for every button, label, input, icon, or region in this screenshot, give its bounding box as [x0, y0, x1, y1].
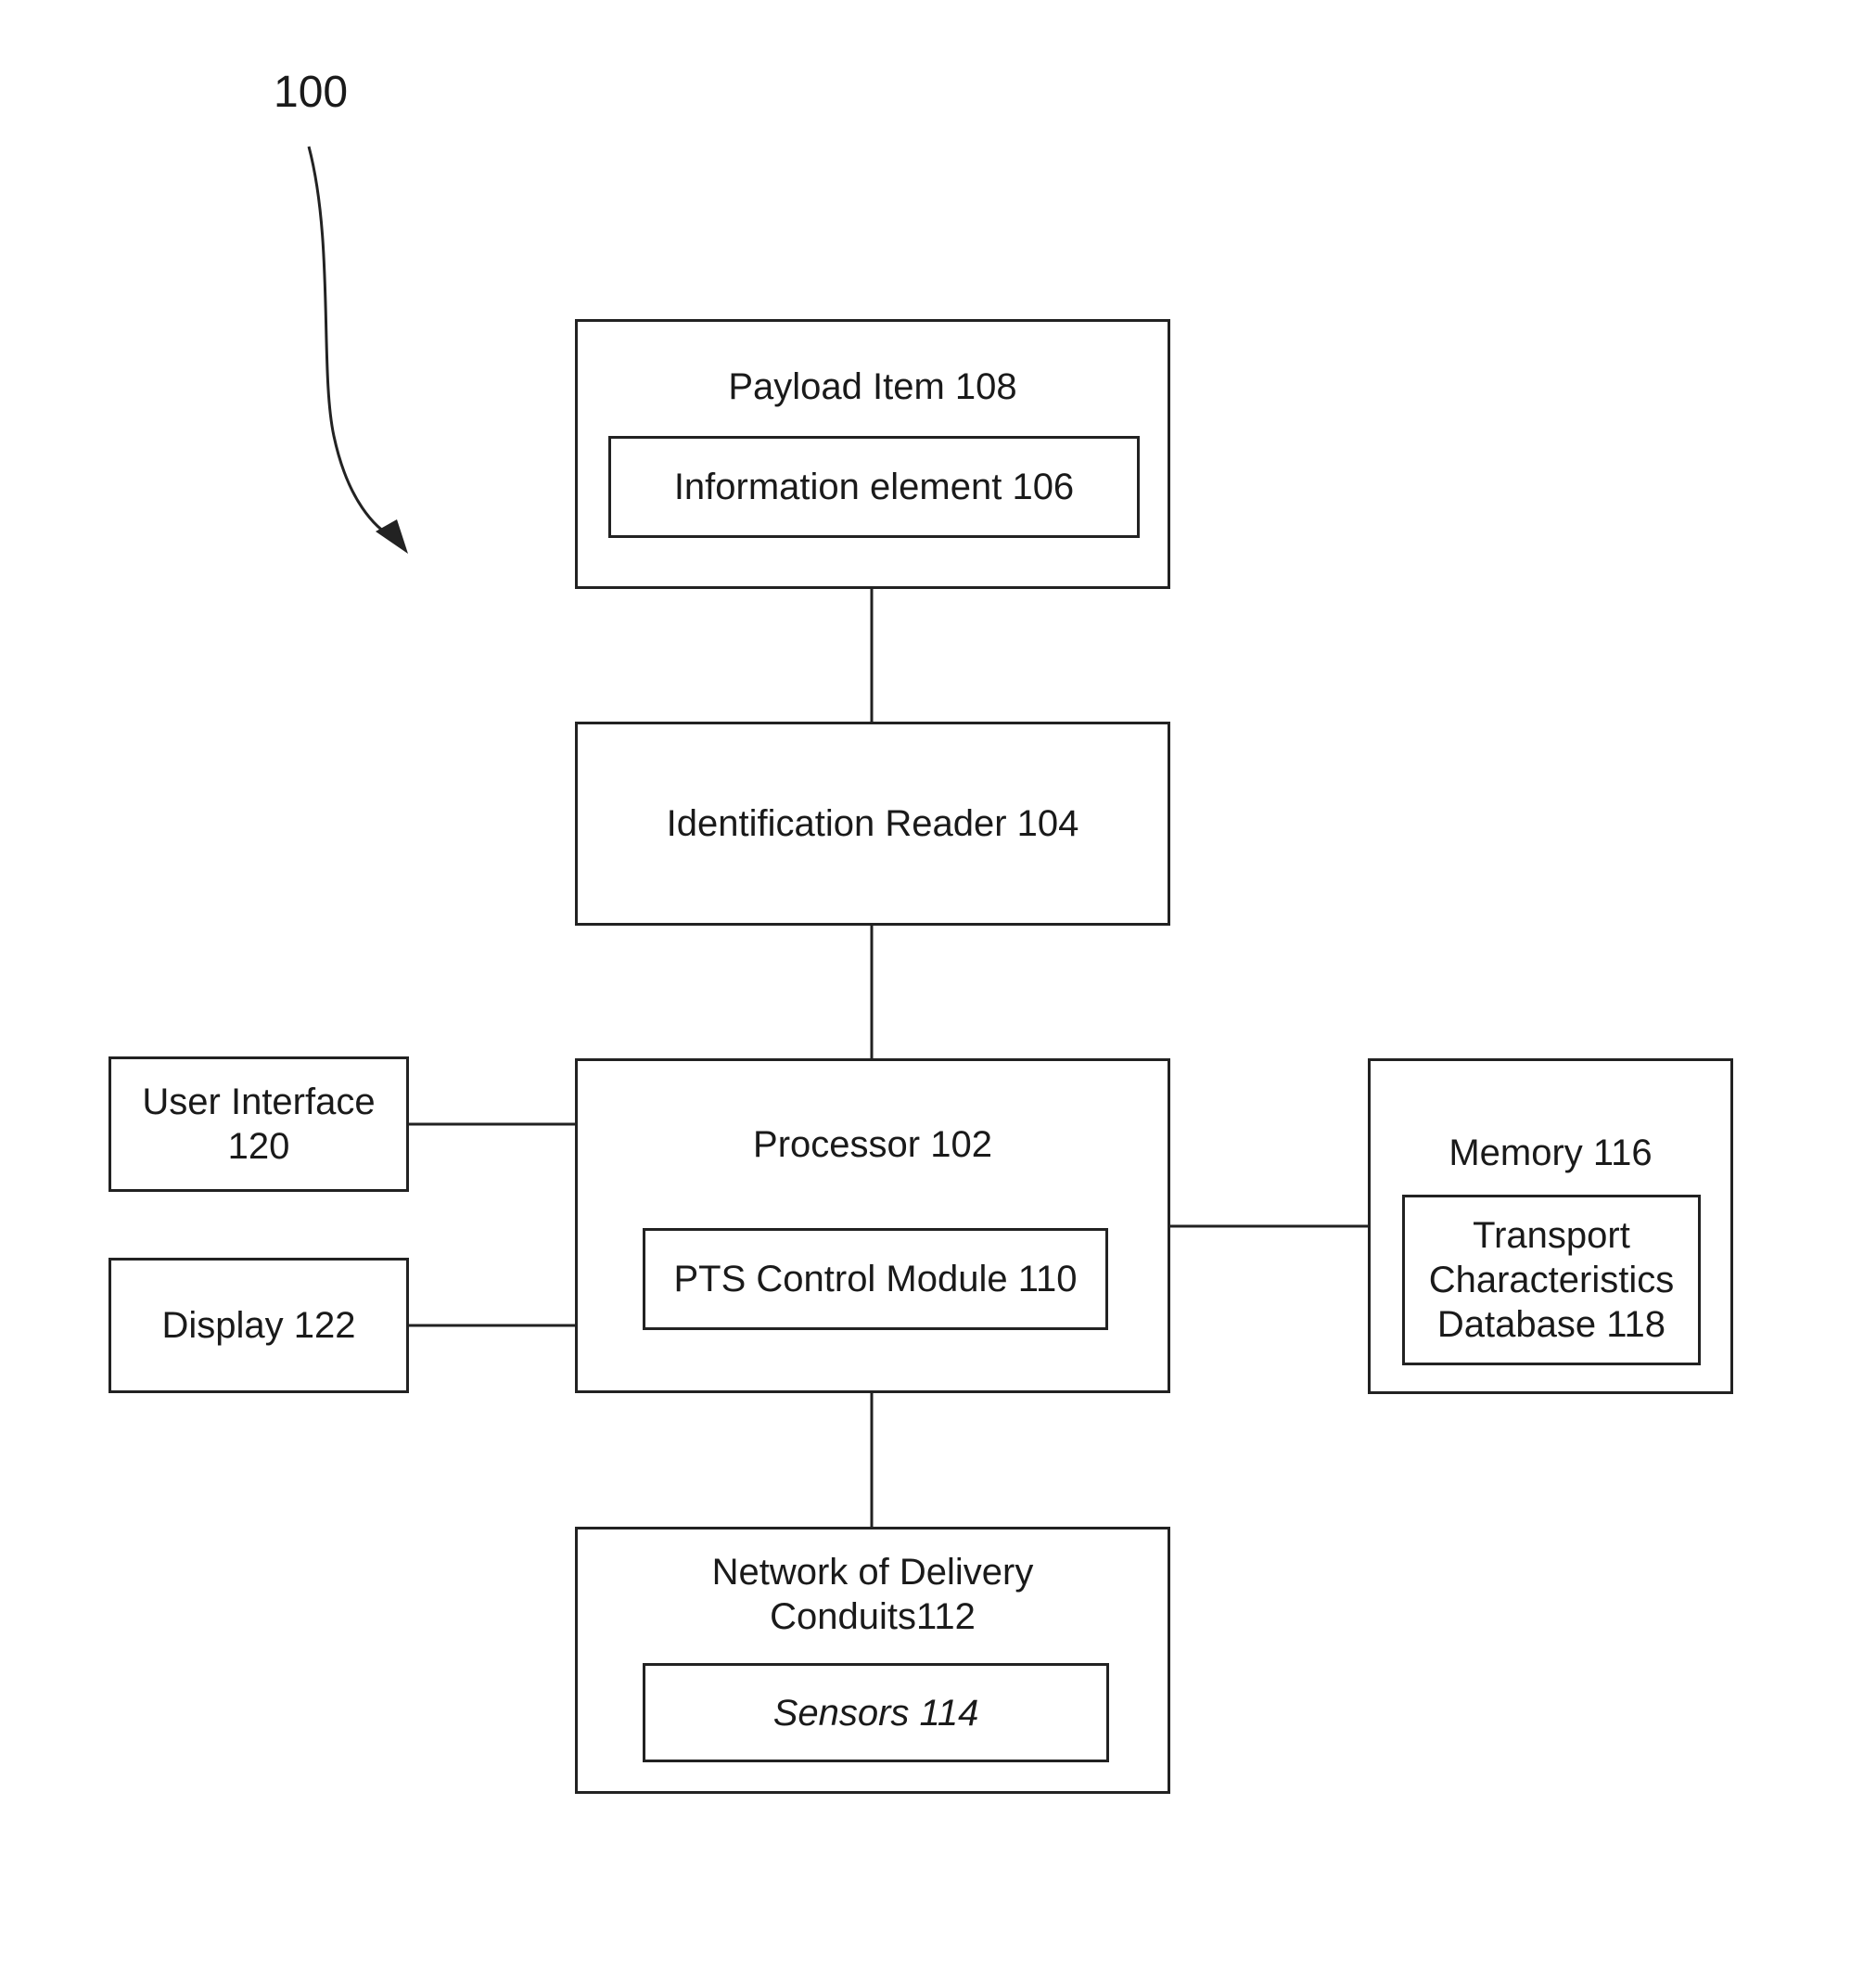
- identification-reader-label: Identification Reader 104: [578, 724, 1168, 923]
- pts-control-module-label: PTS Control Module 110: [645, 1231, 1105, 1327]
- memory-block: Memory 116 Transport Characteristics Dat…: [1368, 1058, 1733, 1394]
- user-interface-label: User Interface 120: [111, 1059, 406, 1189]
- payload-item-block: Payload Item 108 Information element 106: [575, 319, 1170, 589]
- sensors-label: Sensors 114: [645, 1666, 1106, 1760]
- display-label: Display 122: [111, 1261, 406, 1390]
- memory-label: Memory 116: [1371, 1131, 1730, 1175]
- transport-characteristics-db-label: Transport Characteristics Database 118: [1405, 1197, 1698, 1363]
- transport-characteristics-db-block: Transport Characteristics Database 118: [1402, 1195, 1701, 1365]
- network-of-delivery-conduits-block: Network of Delivery Conduits112 Sensors …: [575, 1527, 1170, 1794]
- information-element-label: Information element 106: [611, 439, 1137, 535]
- reference-arrow-curve: [309, 147, 394, 538]
- sensors-block: Sensors 114: [643, 1663, 1109, 1762]
- information-element-block: Information element 106: [608, 436, 1140, 538]
- reference-arrowhead: [376, 519, 408, 554]
- user-interface-block: User Interface 120: [108, 1056, 409, 1192]
- processor-label: Processor 102: [578, 1122, 1168, 1167]
- network-of-delivery-conduits-label: Network of Delivery Conduits112: [578, 1550, 1168, 1639]
- figure-reference-number: 100: [274, 67, 348, 118]
- payload-item-label: Payload Item 108: [578, 365, 1168, 409]
- processor-block: Processor 102 PTS Control Module 110: [575, 1058, 1170, 1393]
- identification-reader-block: Identification Reader 104: [575, 722, 1170, 926]
- display-block: Display 122: [108, 1258, 409, 1393]
- pts-control-module-block: PTS Control Module 110: [643, 1228, 1108, 1330]
